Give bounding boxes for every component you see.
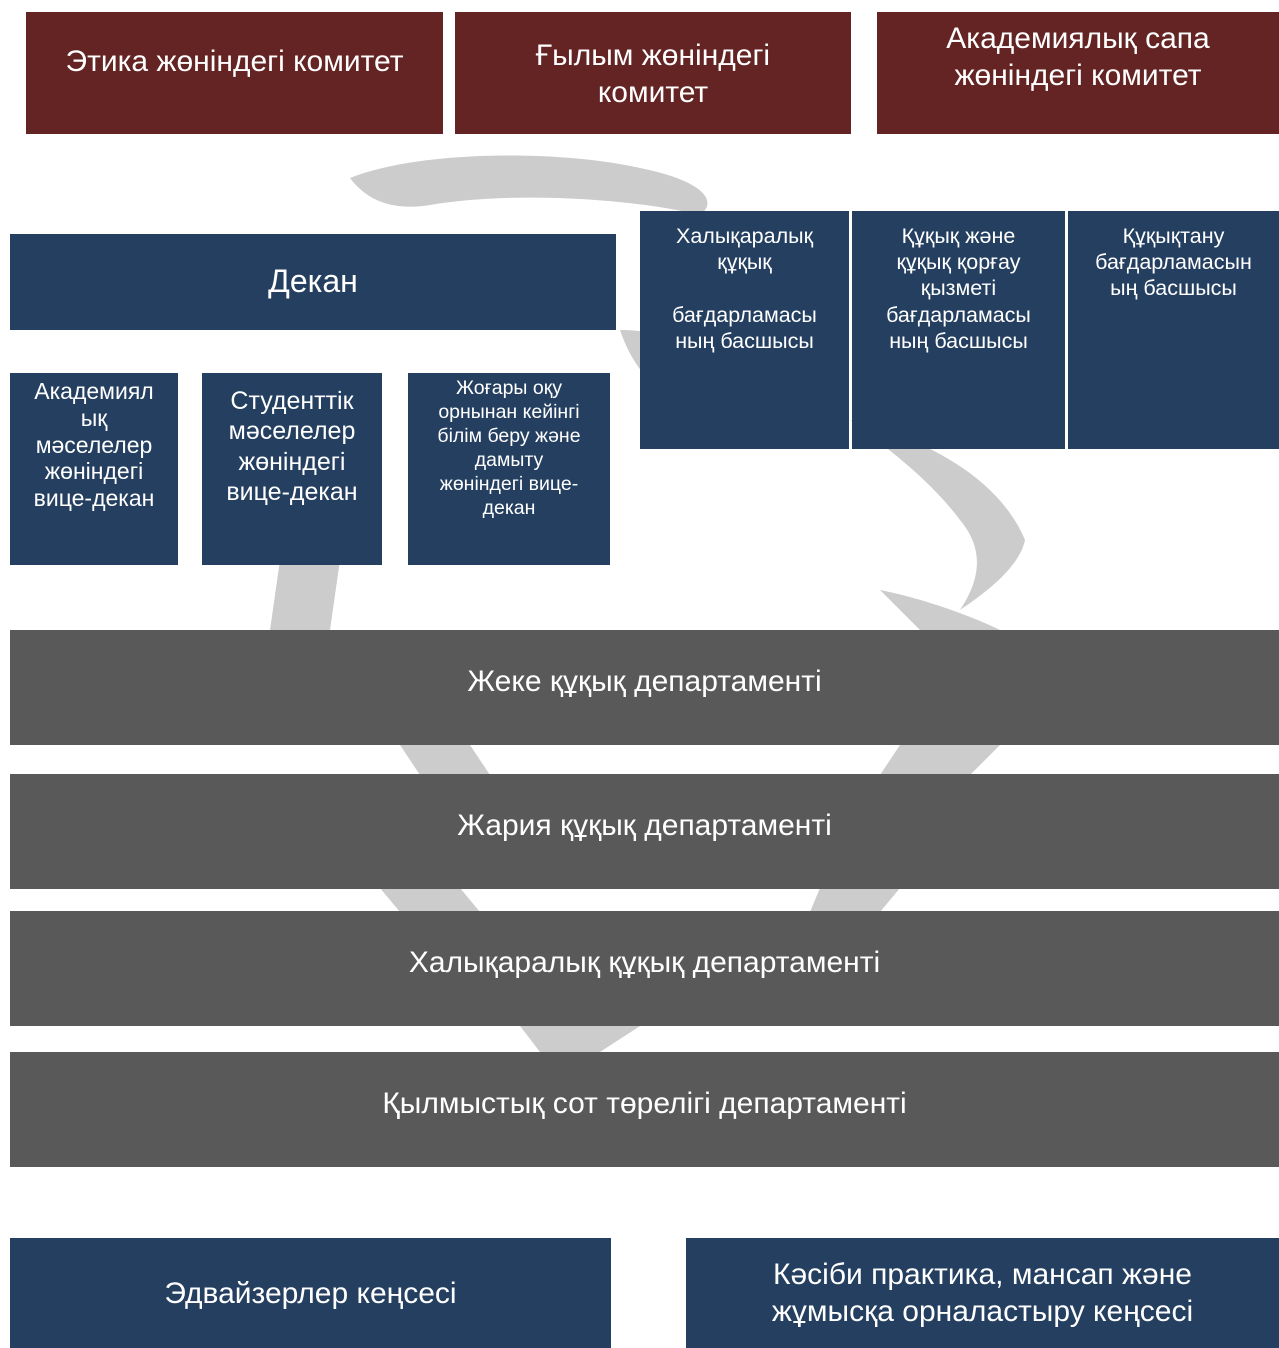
department-international-law-box: Халықаралық құқық департаменті [10, 911, 1279, 1026]
career-office-box: Кәсіби практика, мансап және жұмысқа орн… [686, 1238, 1279, 1348]
program-head-jurisprudence-box: Құқықтану бағдарламасын ың басшысы [1068, 211, 1279, 449]
academic-quality-committee-box: Академиялық сапа жөніндегі комитет [877, 12, 1279, 134]
dean-box: Декан [10, 234, 616, 330]
advisors-office-box: Эдвайзерлер кеңсесі [10, 1238, 611, 1348]
department-public-law-box: Жария құқық департаменті [10, 774, 1279, 889]
program-head-law-enforcement-box: Құқық және құқық қорғау қызметі бағдарла… [852, 211, 1065, 449]
program-head-international-law-box: Халықаралық құқық бағдарламасы ның басшы… [640, 211, 849, 449]
vice-dean-postgraduate-box: Жоғары оқу орнынан кейінгі білім беру жә… [408, 373, 610, 565]
department-private-law-box: Жеке құқық департаменті [10, 630, 1279, 745]
science-committee-box: Ғылым жөніндегі комитет [455, 12, 851, 134]
department-criminal-justice-box: Қылмыстық сот төрелігі департаменті [10, 1052, 1279, 1167]
vice-dean-academic-box: Академиял ық мәселелер жөніндегі вице-де… [10, 373, 178, 565]
ethics-committee-box: Этика жөніндегі комитет [26, 12, 443, 134]
vice-dean-student-box: Студенттік мәселелер жөніндегі вице-дека… [202, 373, 382, 565]
